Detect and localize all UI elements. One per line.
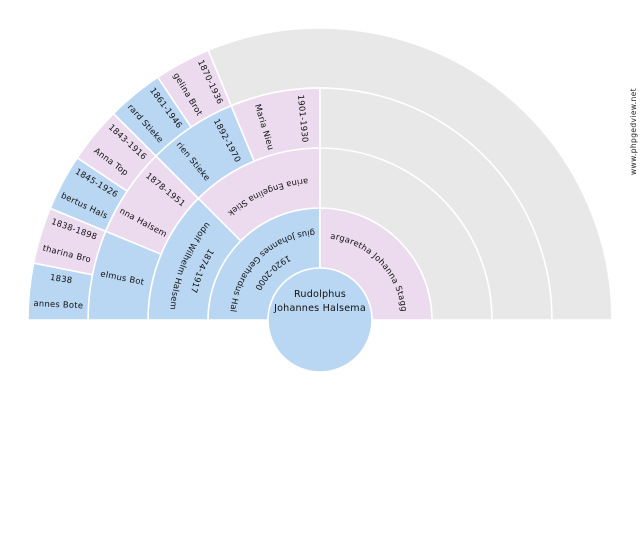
fan-center-layer[interactable]: Rudolphus Johannes Halsema [267, 267, 373, 373]
center-person-name-line2: Johannes Halsema [273, 303, 366, 314]
fan-segments-layer [27, 27, 613, 321]
fan-person-name: Gerard Stiekema [0, 0, 166, 145]
center-person-circle[interactable] [267, 267, 373, 373]
center-person-name-line1: Rudolphus [294, 289, 346, 300]
fan-person-dates: 1901-1930 [296, 94, 311, 143]
fan-segment-empty [207, 27, 613, 321]
watermark-label: www.phpgedview.net [629, 88, 638, 175]
fan-person-dates: 1838 [49, 272, 73, 285]
